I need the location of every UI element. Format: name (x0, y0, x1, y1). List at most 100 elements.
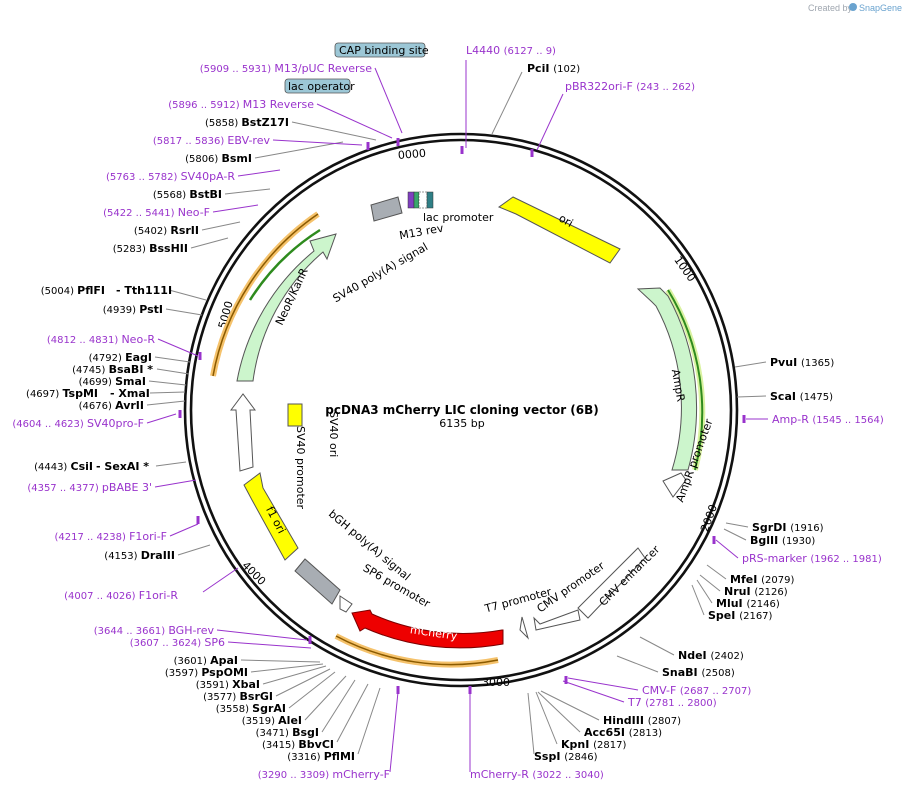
site-snabi[interactable]: SnaBI (2508) (662, 666, 735, 679)
leader-rsrii (201, 221, 241, 231)
primer-site-mark (308, 636, 312, 644)
site-sgrai[interactable]: (3558) SgrAI (216, 702, 286, 715)
site-bsmi[interactable]: (5806) BsmI (185, 152, 252, 165)
site-bstbi-name: BstBI (189, 188, 222, 201)
site-mlui-position: (2146) (746, 599, 779, 610)
site-nrui[interactable]: NruI (2126) (724, 585, 788, 598)
site-neor_primer-name: Neo-R (121, 333, 155, 346)
feature-sv40-ori-box[interactable] (287, 403, 303, 427)
site-t7[interactable]: T7 (2781 .. 2800) (627, 696, 717, 709)
site-pspomi[interactable]: (3597) PspOMI (165, 666, 248, 679)
site-bghrev[interactable]: (3644 .. 3661) BGH-rev (94, 624, 215, 637)
site-bsabi[interactable]: (4745) BsaBI * (72, 363, 153, 376)
feature-ampr-arrow[interactable] (636, 287, 698, 471)
site-bsshii[interactable]: (5283) BssHII (113, 242, 188, 255)
leader-acc65i (537, 691, 581, 733)
feature-lac-promoter-box[interactable] (418, 191, 428, 209)
site-eagi[interactable]: (4792) EagI (89, 351, 152, 364)
primer-site-mark (564, 676, 568, 684)
site-csii[interactable]: (4443) CsiI (34, 460, 93, 473)
feature-t7-promoter-arrow[interactable] (519, 616, 530, 640)
site-alei[interactable]: (3519) AleI (242, 714, 302, 727)
site-sspi-name: SspI (534, 750, 564, 763)
feature-neor-kanr-arrow[interactable] (236, 233, 337, 382)
site-pvui-position: (1365) (801, 358, 834, 369)
leader-spei (691, 584, 705, 616)
site-m13rev[interactable]: (5896 .. 5912) M13 Reverse (168, 98, 314, 111)
site-sspi[interactable]: SspI (2846) (534, 750, 598, 763)
site-sp6[interactable]: (3607 .. 3624) SP6 (130, 636, 225, 649)
site-l4440[interactable]: L4440 (6127 .. 9) (466, 44, 556, 57)
site-smai[interactable]: (4699) SmaI (79, 375, 146, 388)
neor-orf-line (212, 213, 319, 377)
feature-lac-operator-box[interactable] (413, 191, 420, 209)
site-sv40pro[interactable]: (4604 .. 4623) SV40pro-F (12, 417, 144, 430)
site-neor_primer[interactable]: (4812 .. 4831) Neo-R (47, 333, 156, 346)
site-neof-name: Neo-F (178, 206, 210, 219)
site-sgrdi[interactable]: SgrDI (1916) (752, 521, 824, 534)
site-ndei[interactable]: NdeI (2402) (678, 649, 744, 662)
site-ampr_primer[interactable]: Amp-R (1545 .. 1564) (772, 413, 884, 426)
feature-sp6-promoter-arrow[interactable] (339, 595, 353, 613)
site-pflfi[interactable]: (5004) PflFI (41, 284, 105, 297)
site-sexai[interactable]: - SexAI * (96, 460, 149, 473)
site-t7-position: (2781 .. 2800) (645, 698, 717, 709)
feature-sv40-polya-arrow[interactable] (370, 196, 403, 222)
feature-m13-rev-box[interactable] (407, 191, 415, 209)
site-bstbi[interactable]: (5568) BstBI (153, 188, 222, 201)
site-xmai[interactable]: - XmaI (110, 387, 150, 400)
feature-f1-ori-arrow[interactable] (243, 472, 299, 561)
site-prs[interactable]: pRS-marker (1962 .. 1981) (742, 552, 882, 565)
lac-operator-badge[interactable] (284, 78, 351, 94)
site-pbabe[interactable]: (4357 .. 4377) pBABE 3' (27, 481, 152, 494)
site-xbai-name: XbaI (232, 678, 260, 691)
site-tth111i[interactable]: - Tth111I (116, 284, 172, 297)
site-scai[interactable]: ScaI (1475) (770, 390, 833, 403)
leader-scai (736, 395, 767, 398)
site-bsrgi[interactable]: (3577) BsrGI (203, 690, 273, 703)
site-bsgi-position: (3471) (256, 728, 292, 739)
site-pbr322[interactable]: pBR322ori-F (243 .. 262) (565, 80, 695, 93)
site-pcii[interactable]: PciI (102) (527, 62, 580, 75)
site-rsrii[interactable]: (5402) RsrII (134, 224, 199, 237)
site-apai[interactable]: (3601) ApaI (174, 654, 238, 667)
site-cmvf[interactable]: CMV-F (2687 .. 2707) (642, 684, 751, 697)
cap-site-badge[interactable] (334, 42, 426, 58)
site-mlui[interactable]: MluI (2146) (716, 597, 780, 610)
site-csii-name: CsiI (71, 460, 93, 473)
site-psti[interactable]: (4939) PstI (103, 303, 163, 316)
site-neof[interactable]: (5422 .. 5441) Neo-F (103, 206, 210, 219)
feature-mcherry-arrow[interactable] (351, 609, 504, 649)
site-acc65i[interactable]: Acc65I (2813) (584, 726, 662, 739)
site-bglii[interactable]: BglII (1930) (750, 534, 815, 547)
site-xbai[interactable]: (3591) XbaI (196, 678, 260, 691)
site-mcherryf[interactable]: (3290 .. 3309) mCherry-F (258, 768, 390, 781)
site-hindiii[interactable]: HindIII (2807) (603, 714, 681, 727)
site-f1orif-name: F1ori-F (129, 530, 167, 543)
site-ebv[interactable]: (5817 .. 5836) EBV-rev (153, 134, 271, 147)
site-bbvci[interactable]: (3415) BbvCI (262, 738, 334, 751)
site-draiii[interactable]: (4153) DraIII (104, 549, 175, 562)
feature-sv40-polya-label: SV40 poly(A) signal (331, 240, 431, 305)
site-m13puc[interactable]: (5909 .. 5931) M13/pUC Reverse (200, 62, 372, 75)
site-sv40pa[interactable]: (5763 .. 5782) SV40pA-R (106, 170, 235, 183)
site-f1orif[interactable]: (4217 .. 4238) F1ori-F (54, 530, 167, 543)
site-mfei[interactable]: MfeI (2079) (730, 573, 794, 586)
feature-ampr-promoter-arrow[interactable] (662, 472, 687, 498)
feature-ori-arrow[interactable] (497, 196, 621, 264)
site-mcherryr[interactable]: mCherry-R (3022 .. 3040) (470, 768, 604, 781)
site-tspmi[interactable]: (4697) TspMI (26, 387, 98, 400)
site-spei[interactable]: SpeI (2167) (708, 609, 773, 622)
site-bsgi[interactable]: (3471) BsgI (256, 726, 319, 739)
feature-cap-box[interactable] (426, 191, 434, 209)
site-avrii[interactable]: (4676) AvrII (79, 399, 144, 412)
feature-cmv-promoter-arrow[interactable] (533, 609, 581, 631)
site-pflmi[interactable]: (3316) PflMI (287, 750, 355, 763)
site-bstz17i[interactable]: (5858) BstZ17I (205, 116, 289, 129)
site-kpni[interactable]: KpnI (2817) (561, 738, 627, 751)
feature-cmv-enhancer-arrow[interactable] (577, 547, 646, 619)
feature-bgh-polya-arrow[interactable] (294, 558, 341, 605)
site-pvui[interactable]: PvuI (1365) (770, 356, 834, 369)
feature-sv40-promoter-arrow[interactable] (230, 393, 256, 472)
site-f1orir[interactable]: (4007 .. 4026) F1ori-R (64, 589, 178, 602)
